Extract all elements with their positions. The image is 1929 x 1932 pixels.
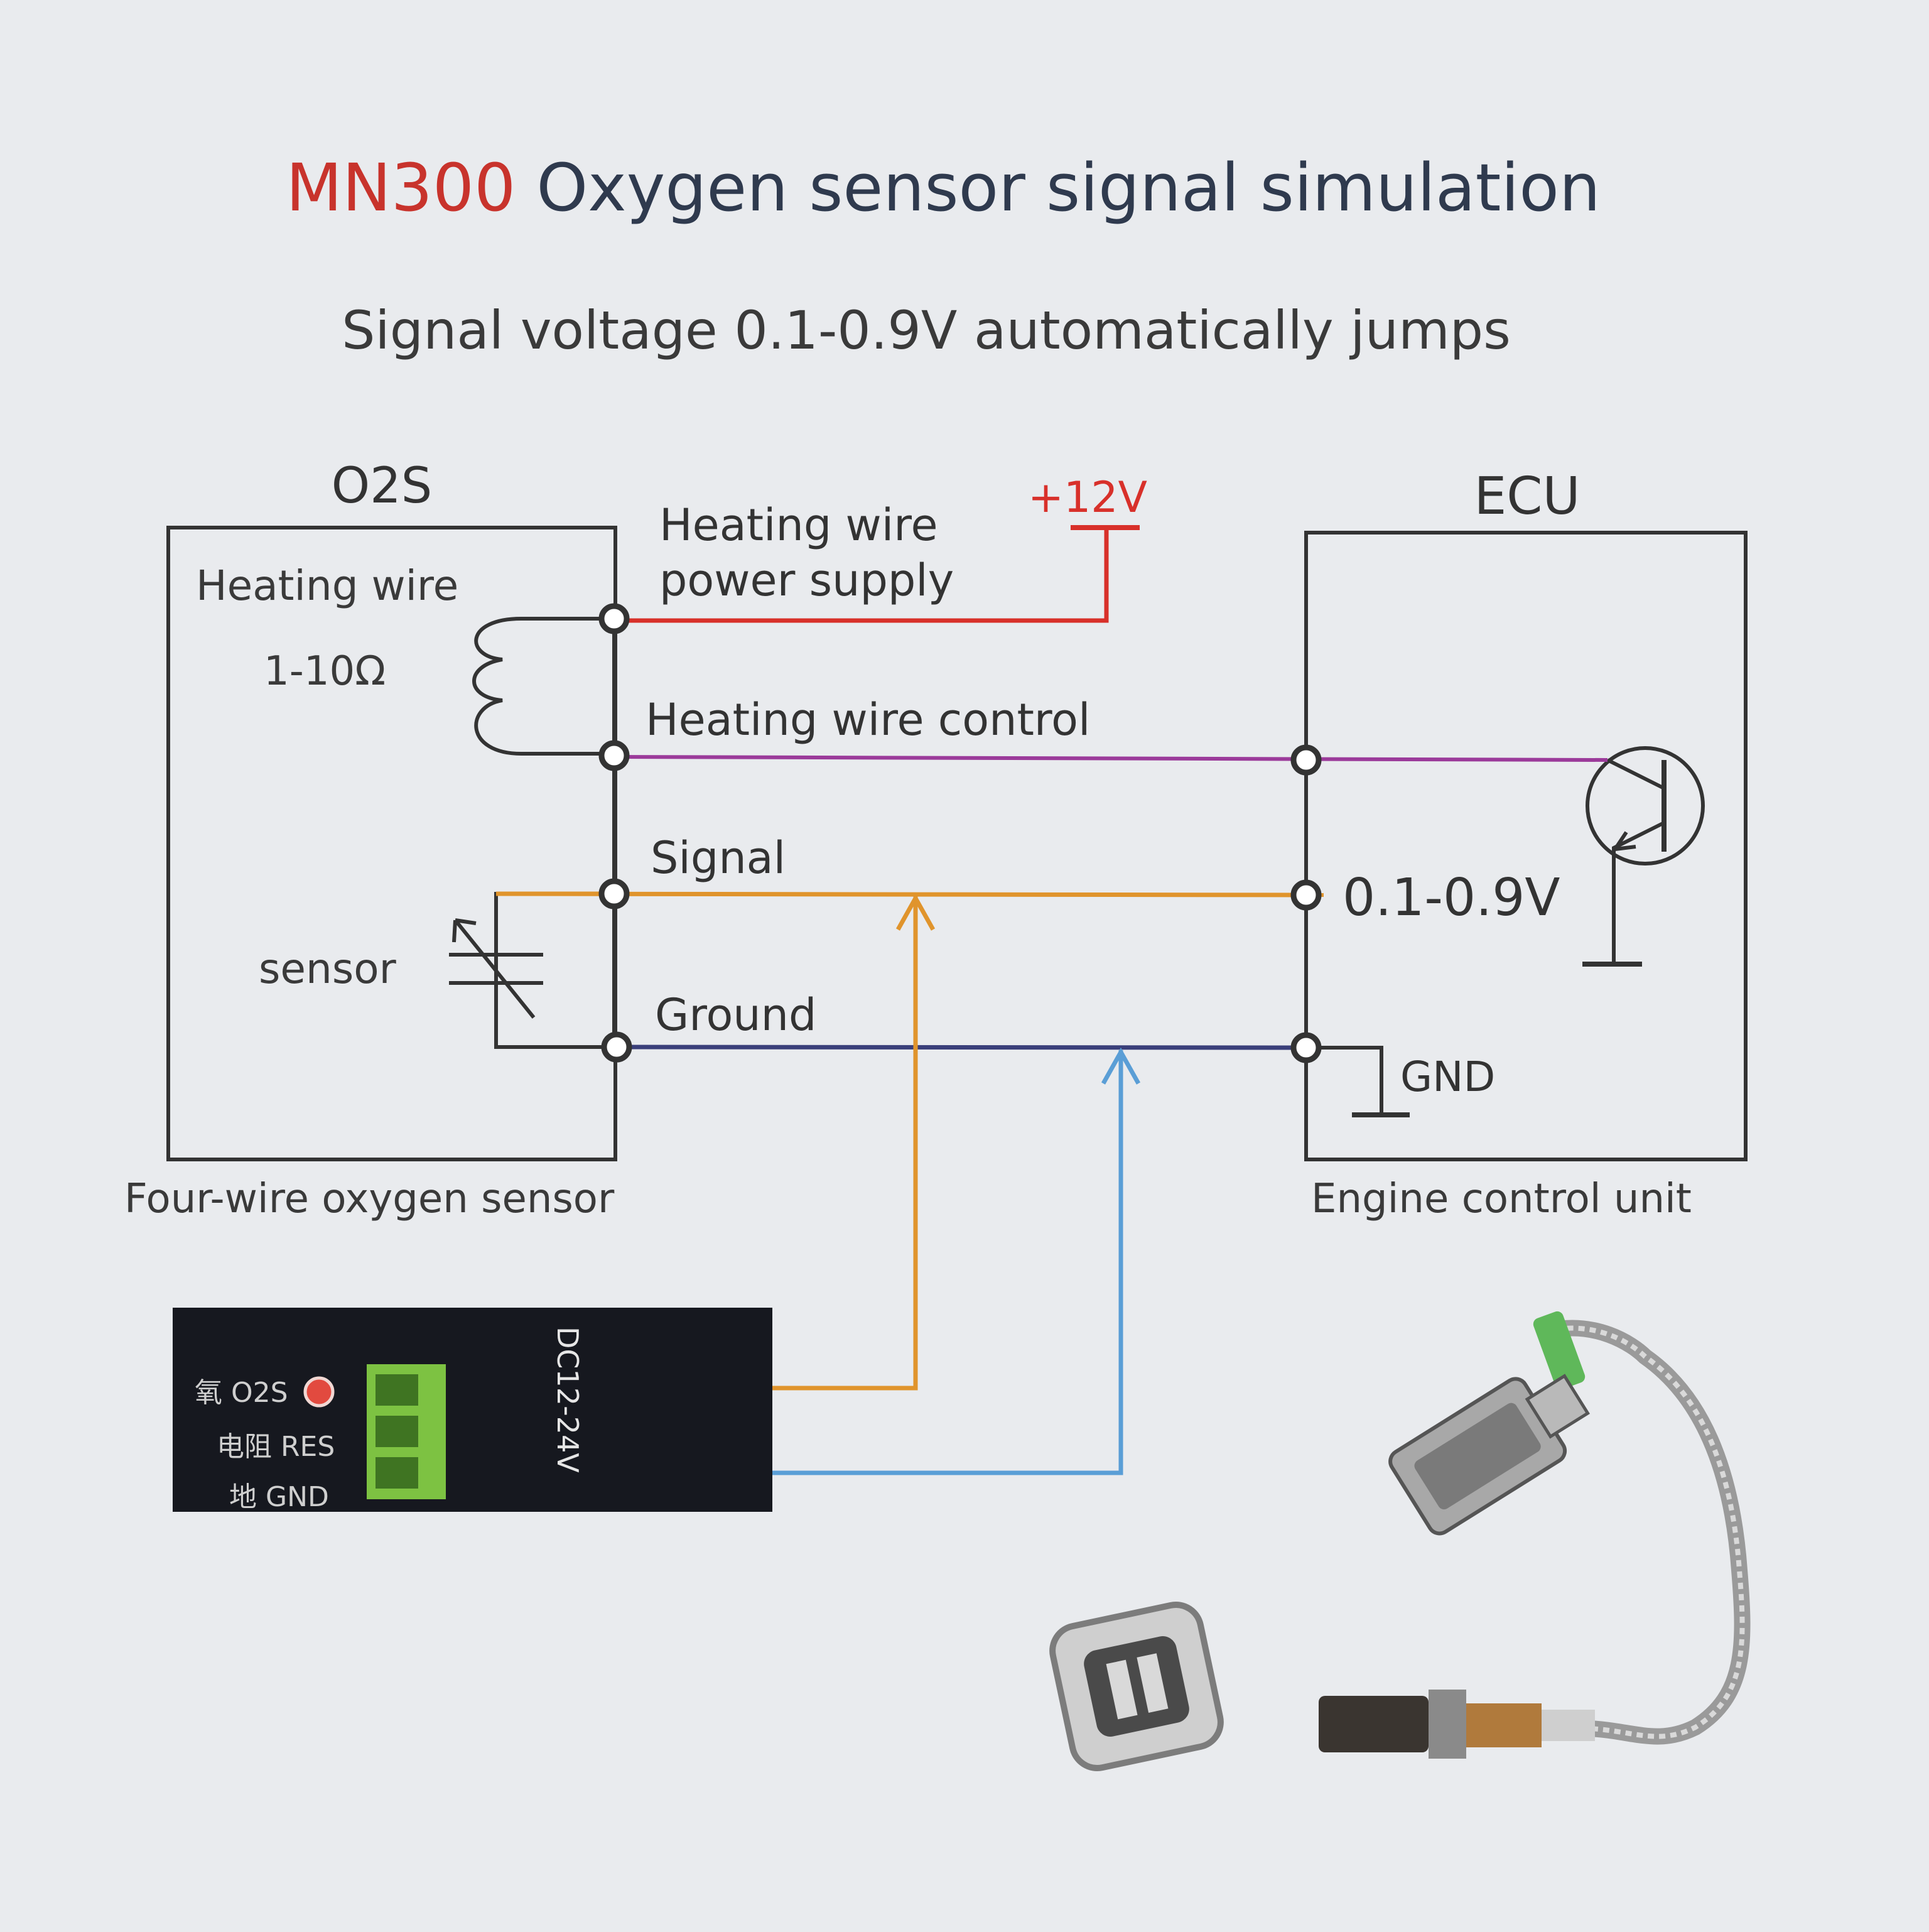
title-text — [516, 149, 536, 226]
sensor-cable-braid — [1544, 1325, 1745, 1739]
ecu-box — [1304, 531, 1748, 1161]
supply-voltage-label: +12V — [1028, 473, 1147, 523]
terminal-slot-3 — [376, 1457, 418, 1489]
module-row-res: 电阻 RES — [217, 1431, 335, 1463]
heating-coil-symbol — [472, 617, 614, 756]
module-power-label: DC12-24V — [551, 1327, 585, 1473]
ecu-terminal-signal — [1290, 879, 1322, 911]
transistor-emitter — [1612, 821, 1665, 964]
oxygen-sensor-photo — [1319, 1311, 1751, 1759]
control-wire — [613, 755, 1608, 762]
sensor-probe-tip — [1319, 1696, 1429, 1752]
sensor-probe-sleeve — [1542, 1710, 1595, 1741]
ecu-title: ECU — [1474, 467, 1580, 526]
page-subtitle: Signal voltage 0.1-0.9V automatically ju… — [342, 300, 1511, 361]
transistor-arrow — [1613, 831, 1636, 851]
o2s-box — [166, 526, 617, 1161]
sensor-connector — [1388, 1374, 1590, 1536]
module-board — [173, 1308, 772, 1512]
ecu-caption: Engine control unit — [1311, 1176, 1692, 1222]
ecu-terminal-control — [1290, 744, 1322, 776]
transistor-symbol — [1586, 746, 1705, 866]
ecu-ground-line — [1306, 1046, 1383, 1115]
variable-arrow-head — [452, 918, 477, 943]
ecu-gnd-label: GND — [1400, 1053, 1495, 1101]
sensor-probe-nut — [1429, 1690, 1466, 1759]
ground-label: Ground — [655, 989, 816, 1041]
supply-wire — [614, 528, 1109, 623]
mn300-module: 氧 O2S 电阻 RES 地 GND DC12-24V — [173, 1308, 772, 1513]
variable-arrow-line — [453, 919, 536, 1019]
sensor-probe-body — [1466, 1703, 1542, 1747]
supply-label-line1: Heating wire — [659, 499, 938, 551]
control-label: Heating wire control — [646, 694, 1090, 746]
signal-label: Signal — [651, 832, 786, 884]
terminal-slot-1 — [376, 1374, 418, 1406]
o2s-caption: Four-wire oxygen sensor — [124, 1176, 615, 1222]
module-row-gnd: 地 GND — [229, 1481, 329, 1513]
o2s-resistance-label: 1-10Ω — [264, 648, 386, 695]
ecu-voltage-label: 0.1-0.9V — [1343, 868, 1560, 928]
module-led — [303, 1376, 335, 1408]
brand-name: MN300 — [286, 149, 516, 226]
o2s-terminal-signal — [598, 878, 630, 909]
cable-tag — [1533, 1311, 1586, 1390]
o2s-sensor-label: sensor — [259, 945, 397, 993]
ground-wire — [613, 1045, 1307, 1050]
title-main: Oxygen sensor signal simulation — [536, 149, 1600, 226]
signal-probe-arrow — [895, 893, 936, 931]
signal-wire — [495, 891, 1307, 898]
o2s-terminal-control — [598, 740, 630, 771]
terminal-slot-2 — [376, 1416, 418, 1447]
sensor-loop-line — [494, 892, 614, 1049]
o2s-terminal-supply — [598, 603, 630, 634]
supply-label-line2: power supply — [659, 555, 954, 606]
o2s-heating-wire-label: Heating wire — [196, 562, 458, 610]
connector-photo — [1049, 1602, 1224, 1771]
o2s-title: O2S — [332, 458, 433, 514]
ecu-terminal-ground — [1290, 1032, 1322, 1063]
page-title: MN300 Oxygen sensor signal simulation — [286, 149, 1601, 226]
module-row-o2s: 氧 O2S — [195, 1377, 288, 1409]
ground-probe-arrow — [1101, 1047, 1141, 1085]
o2s-terminal-ground — [601, 1031, 632, 1063]
transistor-collector — [1606, 758, 1665, 790]
